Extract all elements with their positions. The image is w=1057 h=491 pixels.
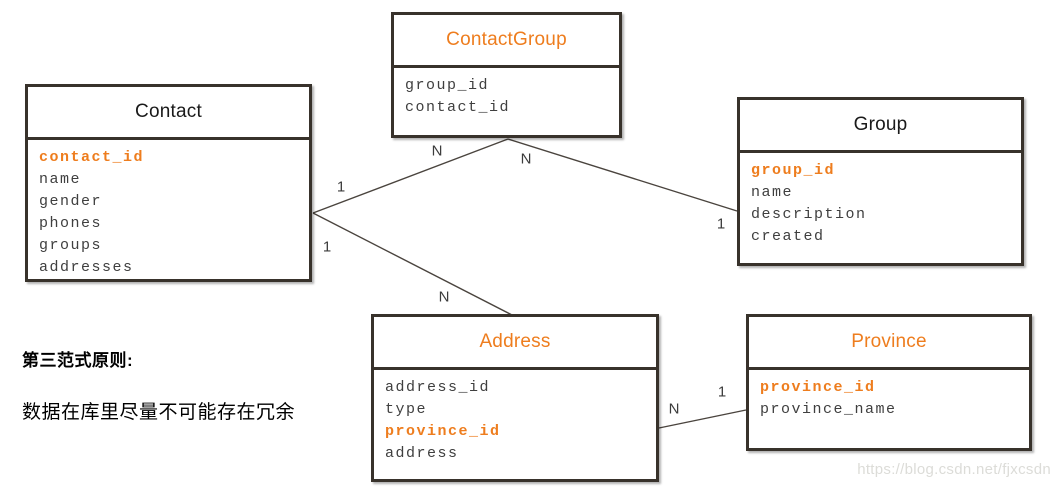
cardinality-contact-side-address: 1 bbox=[322, 238, 332, 256]
cardinality-contactgroup-side-group: N bbox=[520, 150, 532, 168]
line-address-province bbox=[658, 409, 747, 429]
cardinality-address-side-contact: N bbox=[438, 288, 450, 306]
cardinality-group-side-contactgroup: 1 bbox=[716, 215, 726, 233]
entity-province-fields: province_id province_name bbox=[749, 370, 1029, 428]
entity-contact-title: Contact bbox=[135, 101, 202, 122]
field-address: address bbox=[385, 445, 459, 462]
field-group_id: group_id bbox=[751, 162, 836, 179]
cardinality-address-side-province: N bbox=[668, 400, 680, 418]
note-heading: 第三范式原则: bbox=[22, 351, 134, 370]
field-description: description bbox=[751, 206, 867, 223]
entity-province-title: Province bbox=[851, 331, 927, 352]
field-address_id: address_id bbox=[385, 379, 491, 396]
field-province_name: province_name bbox=[760, 401, 897, 418]
line-contact-contactgroup bbox=[312, 138, 509, 214]
entity-contactgroup-title: ContactGroup bbox=[446, 29, 567, 50]
cardinality-province-side-address: 1 bbox=[717, 383, 727, 401]
note-body: 数据在库里尽量不可能存在冗余 bbox=[22, 402, 296, 423]
entity-contactgroup-header: ContactGroup bbox=[394, 15, 619, 68]
field-province_id: province_id bbox=[760, 379, 876, 396]
field-created: created bbox=[751, 228, 825, 245]
field-name: name bbox=[751, 184, 794, 201]
line-contact-address bbox=[312, 212, 513, 316]
entity-contact-header: Contact bbox=[28, 87, 309, 140]
entity-contactgroup-fields: group_id contact_id bbox=[394, 68, 619, 126]
field-province_id: province_id bbox=[385, 423, 501, 440]
watermark-url: https://blog.csdn.net/fjxcsdn bbox=[857, 461, 1051, 478]
cardinality-contact-side-contactgroup: 1 bbox=[336, 178, 346, 196]
field-groups: groups bbox=[39, 237, 103, 254]
entity-address-header: Address bbox=[374, 317, 656, 370]
entity-group-header: Group bbox=[740, 100, 1021, 153]
entity-province-header: Province bbox=[749, 317, 1029, 370]
entity-contactgroup: ContactGroup group_id contact_id bbox=[391, 12, 622, 138]
field-gender: gender bbox=[39, 193, 103, 210]
entity-address-title: Address bbox=[479, 331, 551, 352]
field-type: type bbox=[385, 401, 428, 418]
field-phones: phones bbox=[39, 215, 103, 232]
line-contactgroup-group bbox=[507, 138, 738, 212]
cardinality-contactgroup-side-contact: N bbox=[431, 142, 443, 160]
field-contact_id: contact_id bbox=[39, 149, 145, 166]
field-contact_id: contact_id bbox=[405, 99, 511, 116]
field-group_id: group_id bbox=[405, 77, 490, 94]
entity-province: Province province_id province_name bbox=[746, 314, 1032, 451]
field-name: name bbox=[39, 171, 82, 188]
entity-group-title: Group bbox=[853, 114, 908, 135]
field-addresses: addresses bbox=[39, 259, 134, 276]
note-third-normal-form: 第三范式原则: 数据在库里尽量不可能存在冗余 bbox=[22, 346, 295, 424]
